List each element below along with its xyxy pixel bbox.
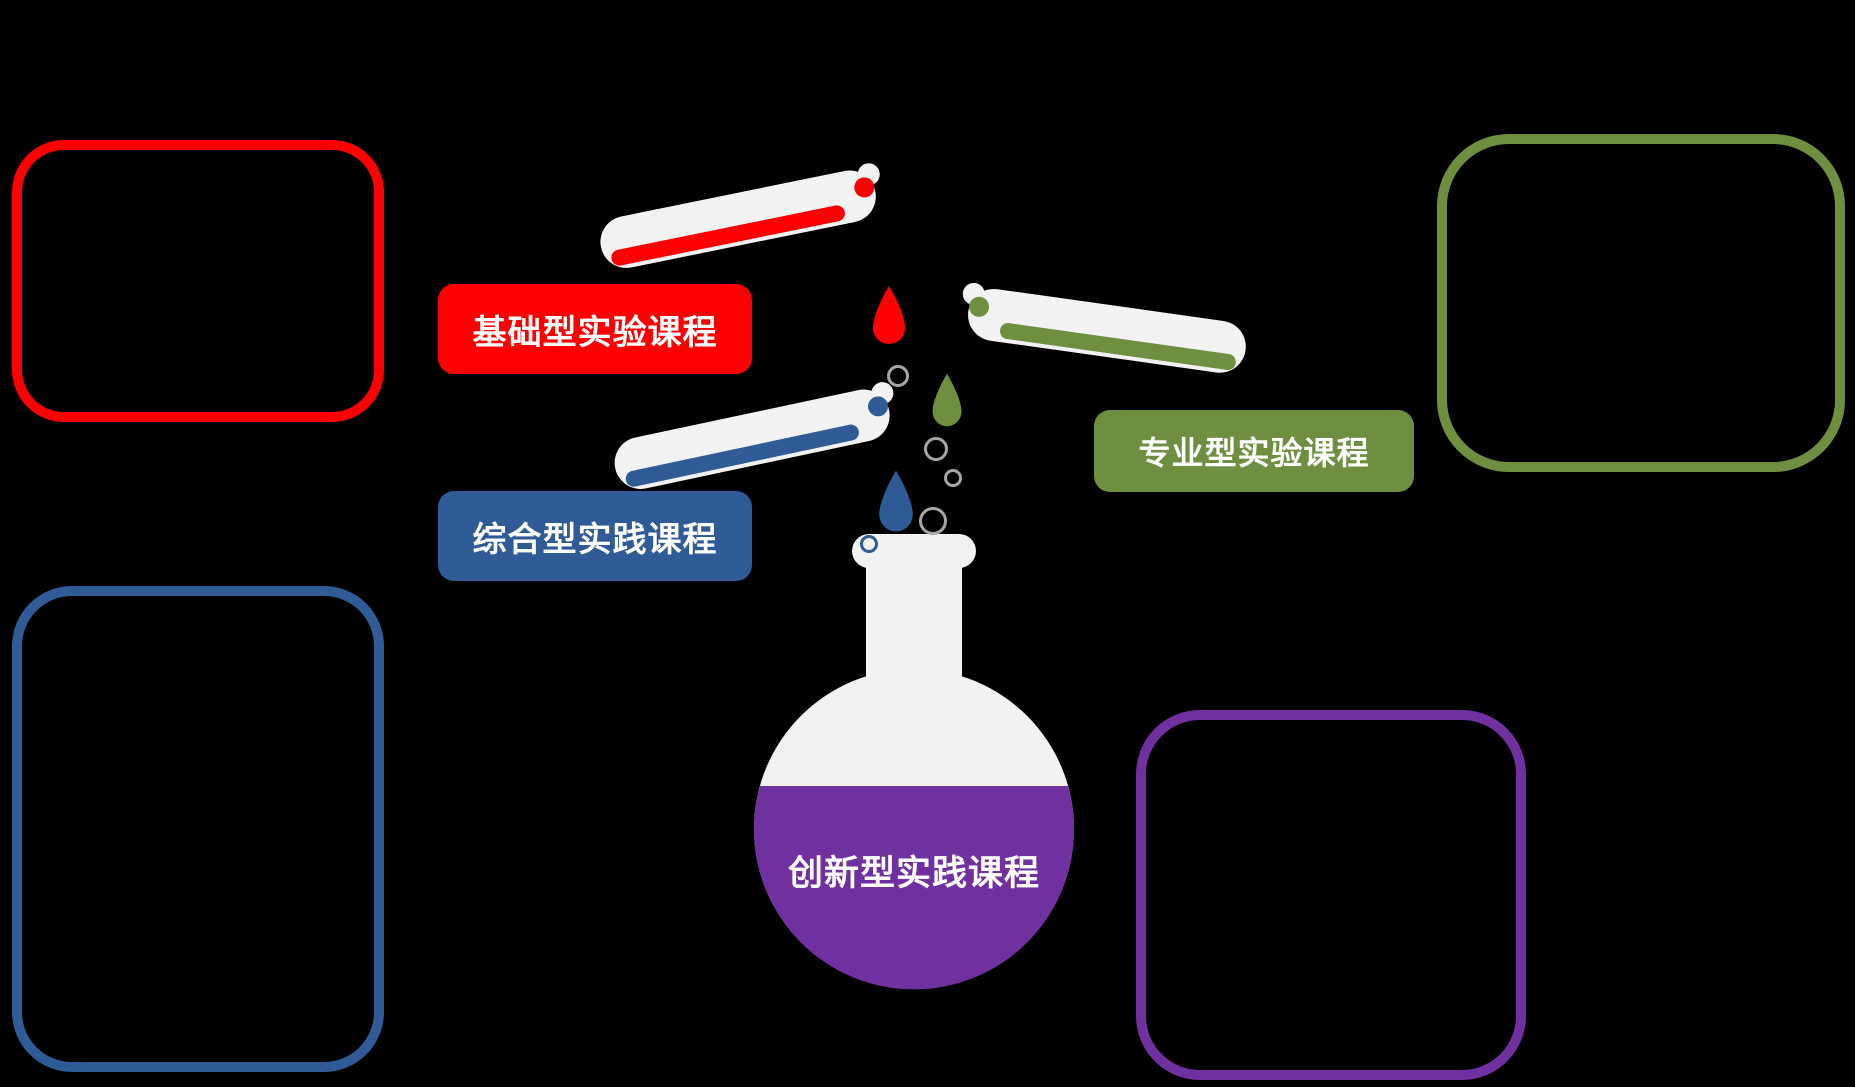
frame-basic-courses bbox=[12, 140, 384, 422]
bubble-icon bbox=[944, 469, 962, 487]
drop-shape bbox=[873, 286, 905, 344]
bubble-icon bbox=[860, 535, 878, 553]
bubble-icon bbox=[919, 507, 947, 535]
drop-path bbox=[932, 373, 962, 427]
tube-liquid bbox=[611, 205, 845, 266]
test-tube-blue-icon bbox=[614, 382, 894, 489]
drop-path bbox=[873, 286, 905, 344]
badge-comprehensive-practice-courses: 综合型实践课程 bbox=[438, 491, 752, 581]
drop-path bbox=[879, 470, 913, 532]
bubble-icon bbox=[924, 437, 948, 461]
green-drop-icon bbox=[928, 372, 966, 428]
test-tube-blue bbox=[609, 378, 907, 497]
flask-liquid bbox=[754, 786, 1074, 990]
badge-basic-experiment-courses: 基础型实验课程 bbox=[438, 284, 752, 374]
badge-professional-label: 专业型实验课程 bbox=[1138, 435, 1370, 471]
test-tube-red bbox=[595, 159, 893, 276]
flask-label: 创新型实践课程 bbox=[787, 854, 1040, 893]
tube-liquid-mouth bbox=[969, 296, 990, 317]
frame-comprehensive-courses bbox=[12, 586, 384, 1072]
frame-professional-courses bbox=[1437, 134, 1845, 472]
test-tube-green bbox=[952, 280, 1250, 380]
frame-innovative-courses bbox=[1136, 710, 1526, 1080]
test-tube-red-icon bbox=[600, 163, 880, 268]
badge-comprehensive-label: 综合型实践课程 bbox=[472, 520, 718, 559]
drop-shape bbox=[879, 470, 913, 532]
tube-liquid bbox=[999, 323, 1236, 370]
badge-basic-label: 基础型实验课程 bbox=[472, 313, 718, 352]
blue-drop-icon bbox=[874, 468, 918, 534]
tube-liquid-mouth bbox=[854, 177, 875, 198]
test-tube-green-icon bbox=[962, 282, 1246, 373]
badge-professional-experiment-courses: 专业型实验课程 bbox=[1094, 410, 1414, 492]
tube-liquid-mouth bbox=[868, 396, 889, 417]
tube-liquid bbox=[625, 424, 859, 487]
drop-shape bbox=[932, 373, 962, 427]
flask-icon bbox=[754, 534, 1074, 990]
red-drop-icon bbox=[868, 284, 910, 346]
flask-rim bbox=[852, 534, 976, 568]
bubble-icon bbox=[887, 365, 909, 387]
flask-neck bbox=[866, 542, 962, 722]
